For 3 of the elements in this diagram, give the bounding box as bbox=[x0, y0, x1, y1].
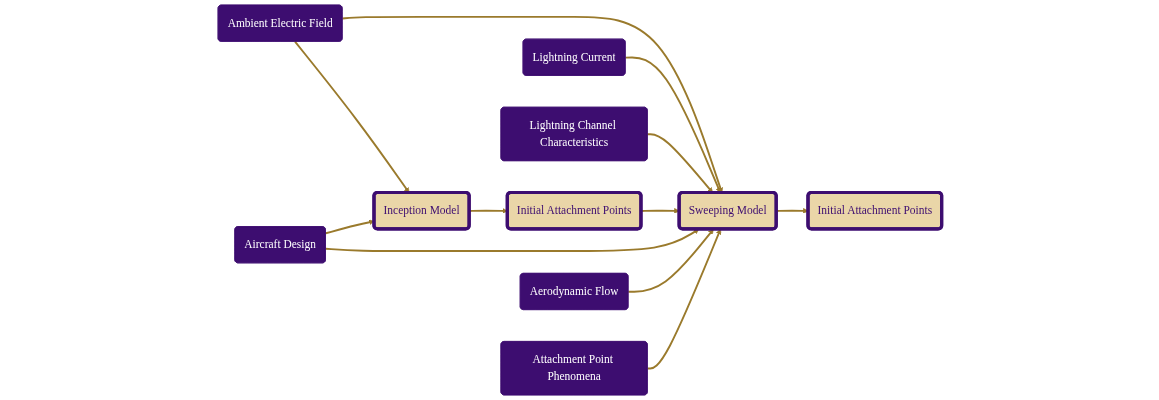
arrow bbox=[646, 228, 721, 370]
arrow bbox=[627, 228, 714, 293]
arrow bbox=[324, 228, 699, 252]
